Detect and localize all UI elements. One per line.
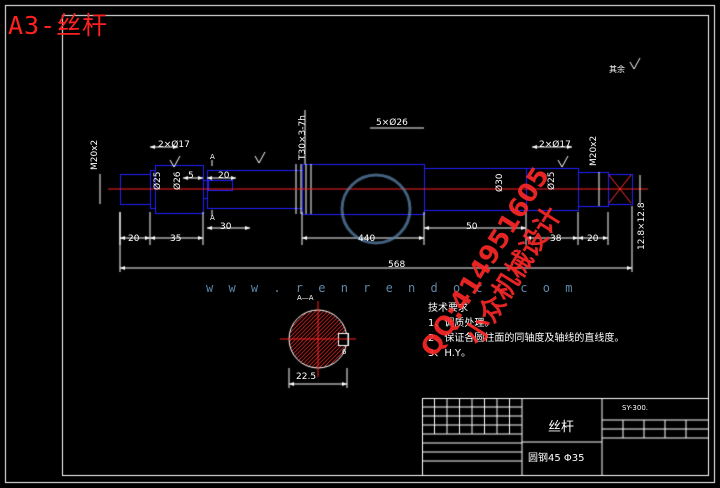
dim-label-30: 30 [220, 222, 232, 232]
part-material: 圆钢45 Φ35 [528, 453, 585, 464]
dim-label-35: 35 [170, 234, 182, 244]
drawing-number: SY-300. [622, 404, 649, 412]
roughness-note: 其余 [609, 65, 625, 74]
dim-label-20-right: 20 [587, 234, 599, 244]
dia25-left-label: Ø25 [153, 171, 163, 190]
thread-label-right: M20x2 [589, 135, 599, 166]
technical-notes-title: 技术要求 [428, 303, 468, 314]
technical-note-item: 3、H.Y。 [428, 348, 471, 359]
dim-label-20: 20 [128, 234, 140, 244]
dim-label-20-small: 20 [218, 171, 230, 181]
cut-mark-bottom: A [210, 214, 215, 222]
dim-label-568: 568 [388, 260, 406, 270]
thread-label-left: M20x2 [90, 139, 100, 170]
site-watermark: w w w . r e n r e n d o c . c o m [206, 281, 577, 295]
technical-note-item: 1、调质处理。 [428, 318, 495, 329]
cut-mark-top: A [210, 153, 215, 161]
chamfer-label-left: 2×Ø17 [158, 140, 190, 150]
chamfer-label-right: 2×Ø17 [539, 140, 571, 150]
dim-label-50: 50 [466, 222, 478, 232]
square-label: 12.8×12.8 [637, 202, 647, 250]
dim-label-38: 38 [550, 234, 562, 244]
part-name: 丝杆 [548, 420, 575, 435]
dim-label-5: 5 [188, 171, 194, 181]
sheet-title: A3-丝杆 [8, 11, 109, 40]
section-width-label: 22.5 [296, 372, 317, 382]
holes-label: 5×Ø26 [376, 118, 408, 128]
dia26-label: Ø26 [173, 171, 183, 190]
section-title: A—A [297, 294, 314, 302]
technical-note-item: 2、保证各圆柱面的同轴度及轴线的直线度。 [428, 333, 625, 344]
dia30-label: Ø30 [495, 173, 505, 192]
technical-notes: 技术要求 1、调质处理。 2、保证各圆柱面的同轴度及轴线的直线度。 3、H.Y。 [428, 301, 624, 361]
main-thread-label: T30×3-7h [298, 115, 308, 160]
section-small-label: 6 [342, 348, 347, 356]
dim-label-440: 440 [358, 234, 376, 244]
